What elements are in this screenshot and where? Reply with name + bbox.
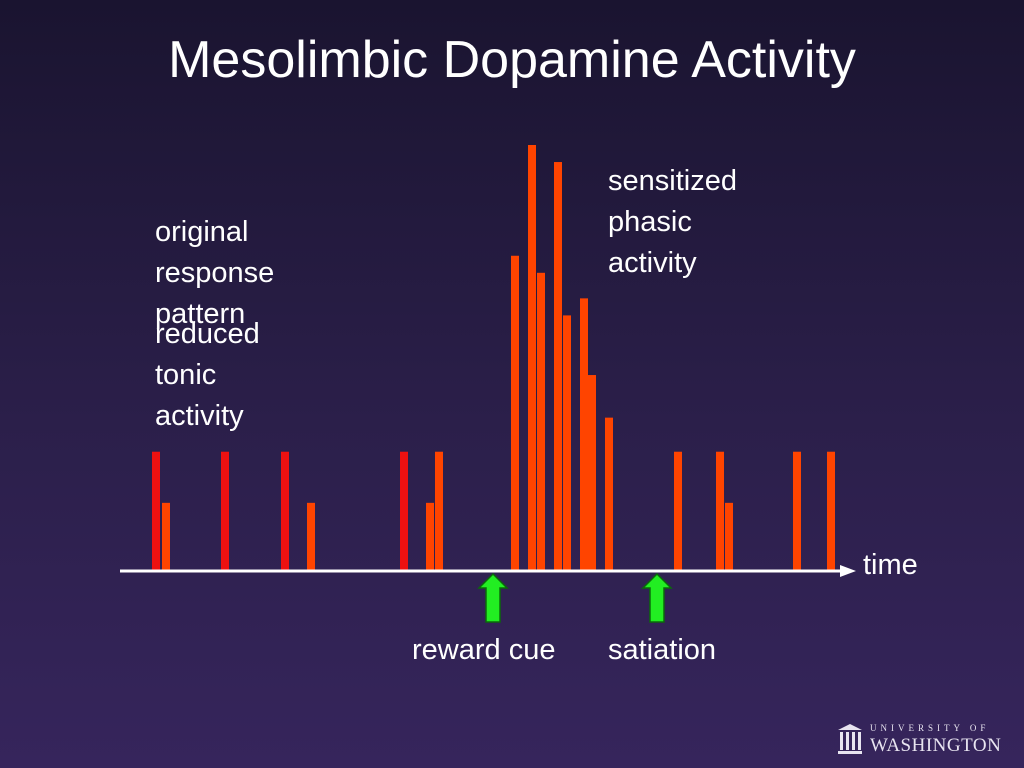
sensitized-spike-bar-10	[588, 375, 596, 571]
sensitized-spike-bar-13	[716, 451, 724, 571]
logo-washington: WASHINGTON	[870, 734, 1002, 756]
sensitized-spike-bar-7	[554, 162, 562, 572]
sensitized-spike-bar-5	[528, 145, 536, 571]
sensitized-spike-bar-6	[537, 272, 545, 571]
sensitized-spike-bar-11	[605, 417, 613, 571]
time-axis-label: time	[863, 549, 918, 581]
sensitized-spike-bar-12	[674, 451, 682, 571]
logo-university-of: UNIVERSITY OF	[870, 722, 990, 733]
sensitized-spike-bar-8	[563, 315, 571, 571]
university-seal-icon	[838, 724, 862, 754]
sensitized-phasic-label: sensitized phasic activity	[608, 165, 737, 279]
sensitized-spike-bar-1	[307, 502, 315, 571]
satiation-arrow-icon	[641, 572, 673, 623]
reward-cue-label: reward cue	[412, 634, 556, 666]
sensitized-spike-bar-9	[580, 298, 588, 571]
original-response-label: original response pattern	[155, 216, 275, 330]
sensitized-spike-bar-16	[827, 451, 835, 571]
event-markers	[477, 572, 673, 623]
sensitized-spike-bar-0	[162, 502, 170, 571]
original-spike-bar-0	[152, 451, 160, 571]
reduced-tonic-label: reduced tonic activity	[155, 318, 260, 432]
sensitized-spike-bar-15	[793, 451, 801, 571]
satiation-label: satiation	[608, 634, 717, 666]
activity-bars	[152, 145, 835, 572]
slide-title: Mesolimbic Dopamine Activity	[168, 31, 856, 89]
time-axis-arrowhead	[840, 565, 856, 577]
sensitized-spike-bar-3	[435, 451, 443, 571]
university-logo: UNIVERSITY OF WASHINGTON	[836, 718, 1016, 760]
original-spike-bar-2	[281, 451, 289, 571]
original-spike-bar-3	[400, 451, 408, 571]
reward-cue-arrow-icon	[477, 572, 509, 623]
sensitized-spike-bar-14	[725, 502, 733, 571]
original-spike-bar-1	[221, 451, 229, 571]
sensitized-spike-bar-4	[511, 255, 519, 571]
sensitized-spike-bar-2	[426, 502, 434, 571]
